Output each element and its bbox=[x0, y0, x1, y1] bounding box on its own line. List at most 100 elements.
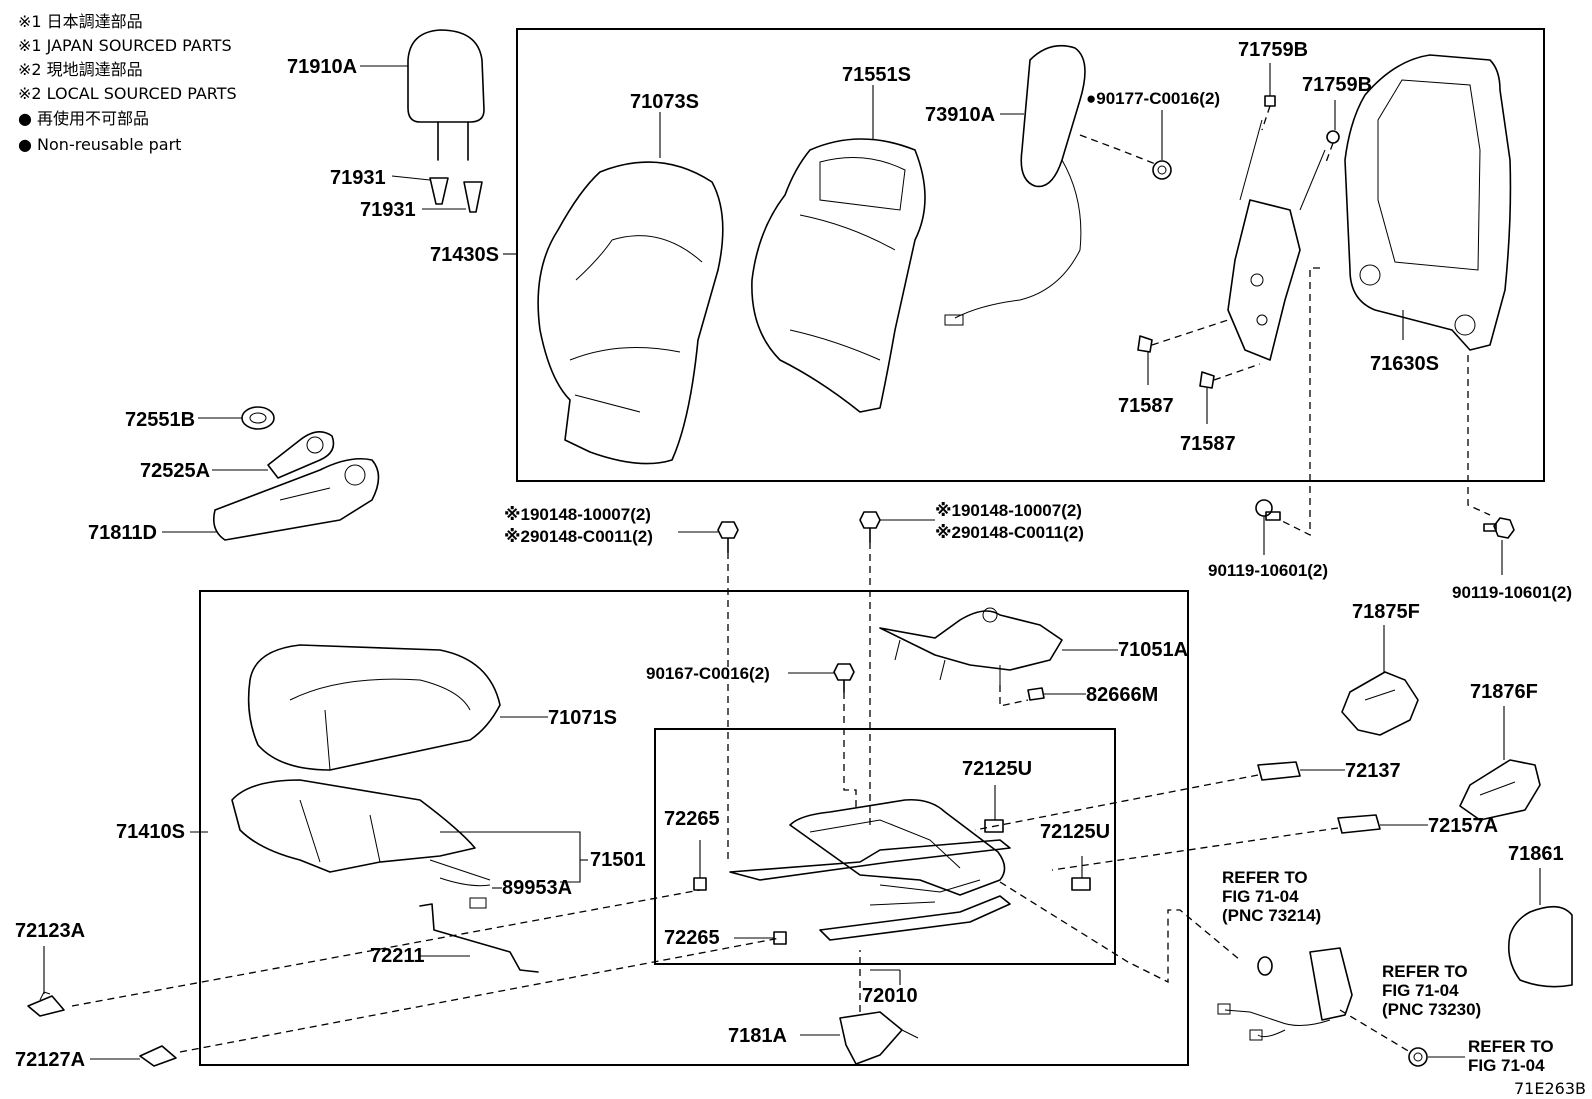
knob-72551B-icon bbox=[241, 406, 275, 430]
leader-71501 bbox=[440, 831, 581, 883]
seatback-cover-drawing bbox=[537, 161, 724, 465]
cover-71875F-drawing bbox=[1341, 671, 1419, 736]
label-71876F: 71876F bbox=[1470, 681, 1538, 703]
seat-track-frame bbox=[654, 728, 1116, 965]
label-71587-a: 71587 bbox=[1118, 395, 1174, 417]
clip-72265-a-icon bbox=[693, 877, 707, 891]
label-71051A: 71051A bbox=[1118, 639, 1188, 661]
cover-72127A-icon bbox=[139, 1045, 177, 1067]
legend-nonreusable-en: ● Non-reusable part bbox=[18, 135, 181, 154]
cover-72125U-a-icon bbox=[984, 819, 1004, 833]
cover-72137-icon bbox=[1257, 761, 1301, 781]
label-71861: 71861 bbox=[1508, 843, 1564, 865]
legend-nonreusable-jp: ● 再使用不可部品 bbox=[18, 109, 149, 128]
label-72125U-a: 72125U bbox=[962, 758, 1032, 780]
refer-3-line1: REFER TO bbox=[1468, 1037, 1554, 1056]
lever-72525A-drawing bbox=[267, 431, 335, 479]
refer-2-line1: REFER TO bbox=[1382, 962, 1468, 981]
cover-72157A-icon bbox=[1337, 814, 1381, 834]
label-90177: ●90177-C0016(2) bbox=[1086, 89, 1220, 108]
cushion-cover-drawing bbox=[247, 644, 501, 771]
label-71759B-a: 71759B bbox=[1238, 39, 1308, 61]
label-82666M: 82666M bbox=[1086, 684, 1158, 706]
legend: ※1 日本調達部品 ※1 JAPAN SOURCED PARTS ※2 現地調達… bbox=[18, 12, 237, 154]
label-71501: 71501 bbox=[590, 849, 646, 871]
wire-72211-drawing bbox=[419, 903, 539, 973]
cover-72125U-b-icon bbox=[1071, 877, 1091, 891]
label-72525A: 72525A bbox=[140, 460, 210, 482]
refer-1-line3: (PNC 73214) bbox=[1222, 906, 1321, 925]
label-72127A: 72127A bbox=[15, 1049, 85, 1071]
bolt-90119-b-icon bbox=[1483, 517, 1515, 539]
dash-71587-b bbox=[1213, 363, 1261, 381]
label-71071S: 71071S bbox=[548, 707, 617, 729]
label-73910A: 73910A bbox=[925, 104, 995, 126]
dash-82666M bbox=[999, 685, 1029, 707]
label-90148-1-right: ※190148-10007(2) bbox=[935, 501, 1082, 520]
cover-71861-drawing bbox=[1507, 905, 1573, 988]
label-90148-2-right: ※290148-C0011(2) bbox=[935, 523, 1084, 542]
dash-90119-a bbox=[1279, 267, 1320, 537]
legend-local-en: ※2 LOCAL SOURCED PARTS bbox=[18, 84, 237, 103]
cushion-assembly-frame bbox=[199, 590, 1189, 1066]
leader-71931a bbox=[391, 175, 431, 181]
bracket-7181A-drawing bbox=[839, 1011, 919, 1065]
refer-3-line2: FIG 71-04 bbox=[1468, 1056, 1545, 1075]
cover-71876F-drawing bbox=[1459, 759, 1541, 821]
dash-71759B-a bbox=[1261, 105, 1271, 131]
dash-90167 bbox=[843, 692, 857, 810]
label-72010: 72010 bbox=[862, 985, 918, 1007]
label-71430S: 71430S bbox=[430, 244, 499, 266]
headrest-drawing bbox=[407, 29, 485, 213]
label-90148-1-left: ※190148-10007(2) bbox=[504, 505, 651, 524]
label-71931-a: 71931 bbox=[330, 167, 386, 189]
illustration-code: 71E263B bbox=[1514, 1079, 1586, 1098]
label-90167: 90167-C0016(2) bbox=[646, 664, 770, 683]
label-71910A: 71910A bbox=[287, 56, 357, 78]
label-72157A: 72157A bbox=[1428, 815, 1498, 837]
label-71811D: 71811D bbox=[88, 522, 157, 544]
bolt-90167-icon bbox=[833, 663, 855, 693]
dash-72157A bbox=[1051, 827, 1339, 871]
clip-71587-a-icon bbox=[1137, 335, 1153, 353]
label-71551S: 71551S bbox=[842, 64, 911, 86]
dash-90177 bbox=[1079, 134, 1159, 166]
dash-72123A bbox=[71, 889, 701, 1007]
refer-1-line1: REFER TO bbox=[1222, 868, 1308, 887]
side-airbag-drawing bbox=[944, 44, 1086, 326]
part-labels: 71910A 71931 71931 71430S 71073S 71551S … bbox=[15, 39, 1586, 1098]
clip-71587-b-icon bbox=[1199, 371, 1215, 389]
label-72265-a: 72265 bbox=[664, 808, 720, 830]
nut-seatbelt-icon bbox=[1408, 1047, 1428, 1067]
label-7181A: 7181A bbox=[728, 1025, 787, 1047]
label-71410S: 71410S bbox=[116, 821, 185, 843]
connector-82666M-icon bbox=[1027, 687, 1045, 701]
label-72551B: 72551B bbox=[125, 409, 195, 431]
refer-1-line2: FIG 71-04 bbox=[1222, 887, 1299, 906]
label-71073S: 71073S bbox=[630, 91, 699, 113]
seatback-frame-drawing bbox=[1344, 54, 1512, 351]
label-71931-b: 71931 bbox=[360, 199, 416, 221]
label-72265-b: 72265 bbox=[664, 927, 720, 949]
bolt-90119-a-icon bbox=[1255, 499, 1281, 521]
label-71587-b: 71587 bbox=[1180, 433, 1236, 455]
label-72137: 72137 bbox=[1345, 760, 1401, 782]
clip-72265-b-icon bbox=[773, 931, 787, 945]
seatbelt-buckle-drawing bbox=[1217, 947, 1353, 1041]
label-72211: 72211 bbox=[370, 945, 425, 967]
dash-71759B-b bbox=[1324, 142, 1334, 166]
bolt-90148-right-icon bbox=[859, 511, 881, 543]
shield-71811D-drawing bbox=[212, 457, 380, 541]
label-72125U-b: 72125U bbox=[1040, 821, 1110, 843]
dash-72127A bbox=[179, 937, 781, 1053]
label-72123A: 72123A bbox=[15, 920, 85, 942]
dash-90119-b bbox=[1467, 355, 1491, 516]
nut-90177-icon bbox=[1152, 160, 1172, 180]
seat-track-drawing bbox=[729, 798, 1011, 941]
dash-seatbelt bbox=[999, 881, 1241, 984]
legend-japan-en: ※1 JAPAN SOURCED PARTS bbox=[18, 36, 232, 55]
legend-local-jp: ※2 現地調達部品 bbox=[18, 60, 143, 79]
legend-japan-jp: ※1 日本調達部品 bbox=[18, 12, 143, 31]
